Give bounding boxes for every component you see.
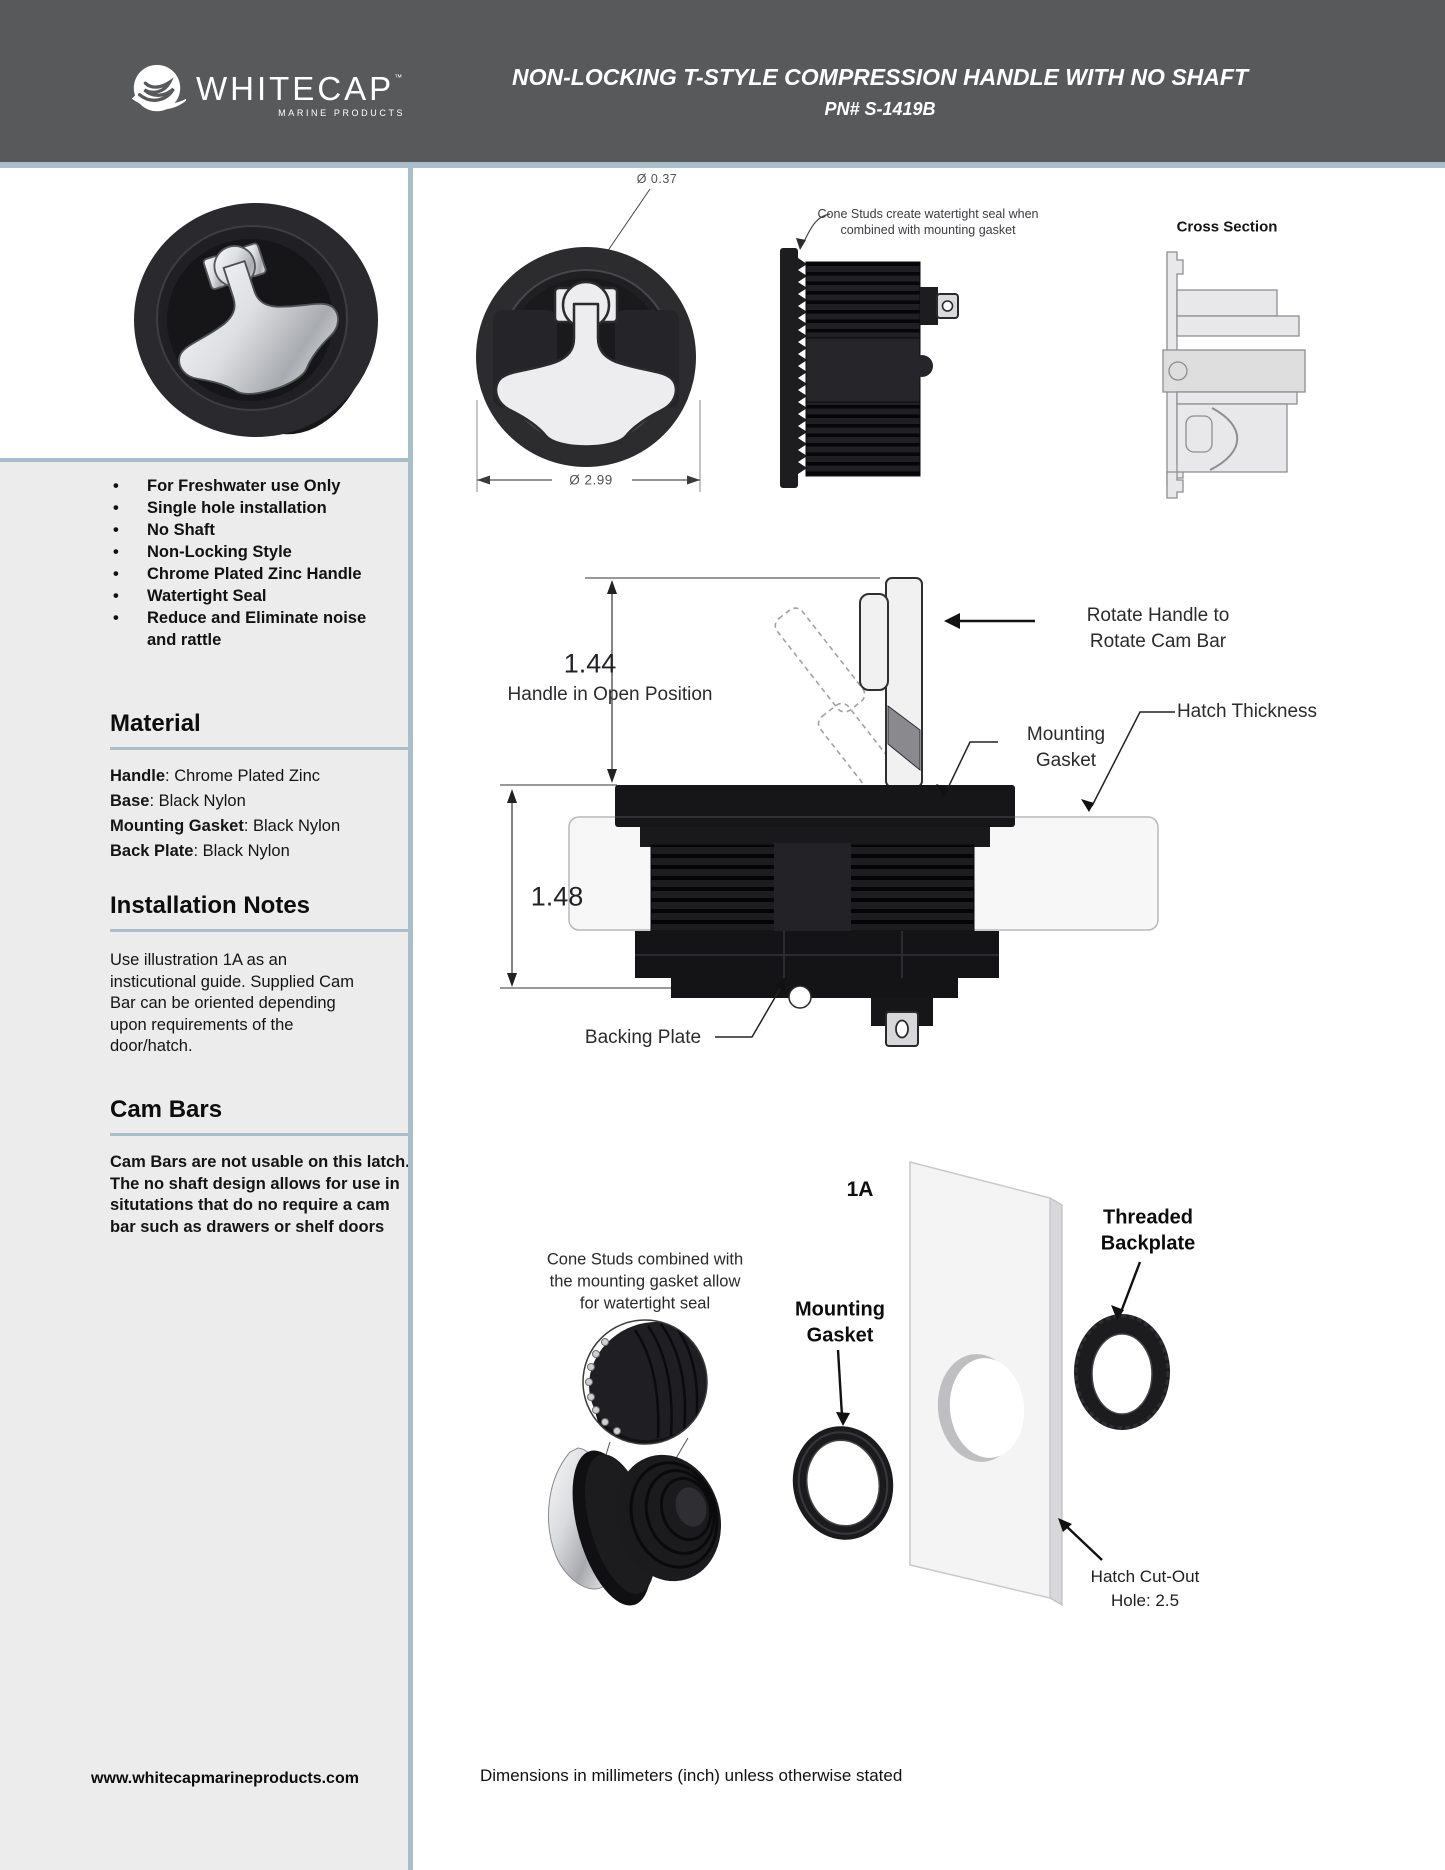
handle-open-position-label: Handle in Open Position (507, 684, 713, 705)
exploded-mounting-gasket-label-line2: Gasket (806, 1324, 874, 1347)
brand-name: WHITECAP™ (196, 70, 406, 107)
side-view-drawing (780, 213, 959, 488)
latch-assembly-illustration (547, 1447, 722, 1606)
feature-item: Watertight Seal (110, 586, 379, 608)
feature-item: Single hole installation (110, 498, 379, 520)
dimensions-note: Dimensions in millimeters (inch) unless … (480, 1766, 903, 1785)
part-number: PN# S-1419B (824, 99, 936, 119)
logo-text: WHITECAP™ MARINE PRODUCTS (196, 60, 406, 119)
material-heading: Material (110, 710, 410, 750)
cone-studs-exploded-note-line3: for watertight seal (579, 1294, 711, 1313)
installation-notes-body: Use illustration 1A as an insticutional … (110, 951, 354, 1055)
cone-studs-exploded-note-line2: the mounting gasket allow (549, 1272, 741, 1291)
rotate-handle-label-line1: Rotate Handle to (1086, 605, 1230, 626)
feature-list: For Freshwater use Only Single hole inst… (110, 476, 382, 652)
brand-tagline: MARINE PRODUCTS (278, 108, 406, 118)
header-bar: WHITECAP™ MARINE PRODUCTS NON-LOCKING T-… (0, 0, 1445, 162)
body-depth-dimension: 1.48 (530, 881, 584, 912)
rotate-handle-label-line2: Rotate Cam Bar (1089, 631, 1227, 652)
material-row: Base: Black Nylon (110, 792, 246, 810)
backing-plate-label: Backing Plate (584, 1027, 702, 1048)
material-row: Handle: Chrome Plated Zinc (110, 767, 320, 785)
feature-item: For Freshwater use Only (110, 476, 379, 498)
feature-item: Non-Locking Style (110, 542, 379, 564)
handle-height-dimension: 1.44 (563, 648, 617, 679)
cone-studs-note-line1: Cone Studs create watertight seal when (817, 207, 1039, 221)
sidebar-divider (408, 168, 413, 1870)
mounting-gasket-label-line1: Mounting (1026, 724, 1106, 745)
cone-studs-exploded-note-line1: Cone Studs combined with (546, 1250, 744, 1269)
feature-item: Chrome Plated Zinc Handle (110, 564, 379, 586)
cross-section-label: Cross Section (1176, 218, 1278, 236)
hatch-cutout-label-line2: Hole: 2.5 (1110, 1591, 1180, 1610)
material-rows: Handle: Chrome Plated Zinc Base: Black N… (110, 764, 406, 864)
feature-item: Reduce and Eliminate noise and rattle (110, 608, 379, 651)
trademark-symbol: ™ (394, 73, 406, 82)
header-accent-line (0, 162, 1445, 168)
figure-1a-label: 1A (846, 1178, 874, 1201)
sidebar: For Freshwater use Only Single hole inst… (0, 168, 410, 1870)
front-view-overall-diameter-label: Ø 2.99 (569, 472, 613, 488)
material-row: Back Plate: Black Nylon (110, 842, 290, 860)
threaded-backplate-label-line2: Backplate (1100, 1232, 1196, 1255)
mounting-gasket-label-line2: Gasket (1035, 750, 1097, 771)
product-photo-illustration (134, 203, 378, 437)
front-view-drawing (476, 188, 701, 492)
document-title: NON-LOCKING T-STYLE COMPRESSION HANDLE W… (512, 64, 1248, 120)
hatch-cutout-label-line1: Hatch Cut-Out (1090, 1567, 1200, 1586)
page-title: NON-LOCKING T-STYLE COMPRESSION HANDLE W… (512, 64, 1248, 90)
website-url: www.whitecapmarineproducts.com (91, 1770, 359, 1787)
assembly-drawing (500, 577, 1175, 1047)
wave-logo-icon (131, 64, 186, 112)
material-row: Mounting Gasket: Black Nylon (110, 817, 341, 835)
installation-notes-heading: Installation Notes (110, 892, 410, 932)
hatch-thickness-label: Hatch Thickness (1176, 701, 1318, 722)
cam-bars-body: Cam Bars are not usable on this latch. T… (110, 1153, 410, 1236)
cone-studs-note-line2: combined with mounting gasket (840, 223, 1016, 237)
whitecap-logo: WHITECAP™ MARINE PRODUCTS (128, 60, 405, 118)
product-photo (0, 168, 410, 462)
cross-section-drawing (1162, 251, 1306, 499)
exploded-view-drawing (547, 1161, 1170, 1607)
exploded-mounting-gasket-label-line1: Mounting (795, 1298, 885, 1321)
front-view-small-diameter-label: Ø 0.37 (636, 172, 678, 186)
feature-item: No Shaft (110, 520, 379, 542)
cam-bars-heading: Cam Bars (110, 1096, 410, 1136)
threaded-backplate-label-line1: Threaded (1102, 1206, 1194, 1229)
